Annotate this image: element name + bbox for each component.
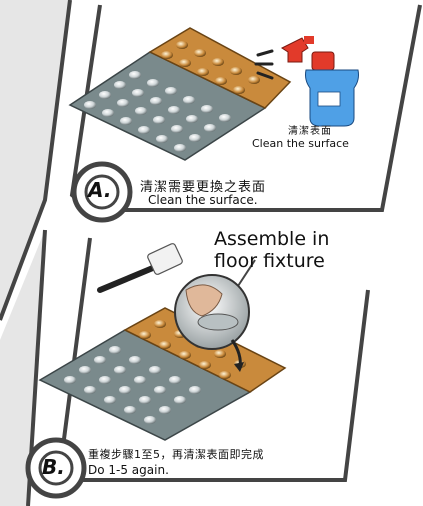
- rubber-mallet-icon: [97, 243, 183, 293]
- spray-bottle-icon: [254, 36, 359, 127]
- panel-a-domes: [84, 41, 260, 152]
- left-page-edge: [0, 0, 72, 506]
- panel-b-tile: [38, 307, 287, 441]
- zoom-detail: [174, 259, 256, 372]
- callout-a-en: Clean the surface: [252, 137, 349, 150]
- step-b-zh: 重複步驟1至5，再清潔表面即完成: [88, 448, 264, 461]
- panel-a-tile: [68, 27, 292, 161]
- step-b-badge: B.: [42, 455, 65, 479]
- step-a-en: Clean the surface.: [148, 193, 258, 207]
- step-a-zh: 清潔需要更換之表面: [140, 180, 267, 195]
- step-a-badge: A.: [88, 178, 112, 202]
- step-b-en: Do 1-5 again.: [88, 463, 169, 477]
- badge-a-ring: [71, 161, 133, 223]
- callout-b-assemble: Assemble in floor fixture: [214, 228, 330, 272]
- callout-a-zh: 清潔表面: [288, 126, 332, 137]
- badge-b-ring: [25, 437, 87, 499]
